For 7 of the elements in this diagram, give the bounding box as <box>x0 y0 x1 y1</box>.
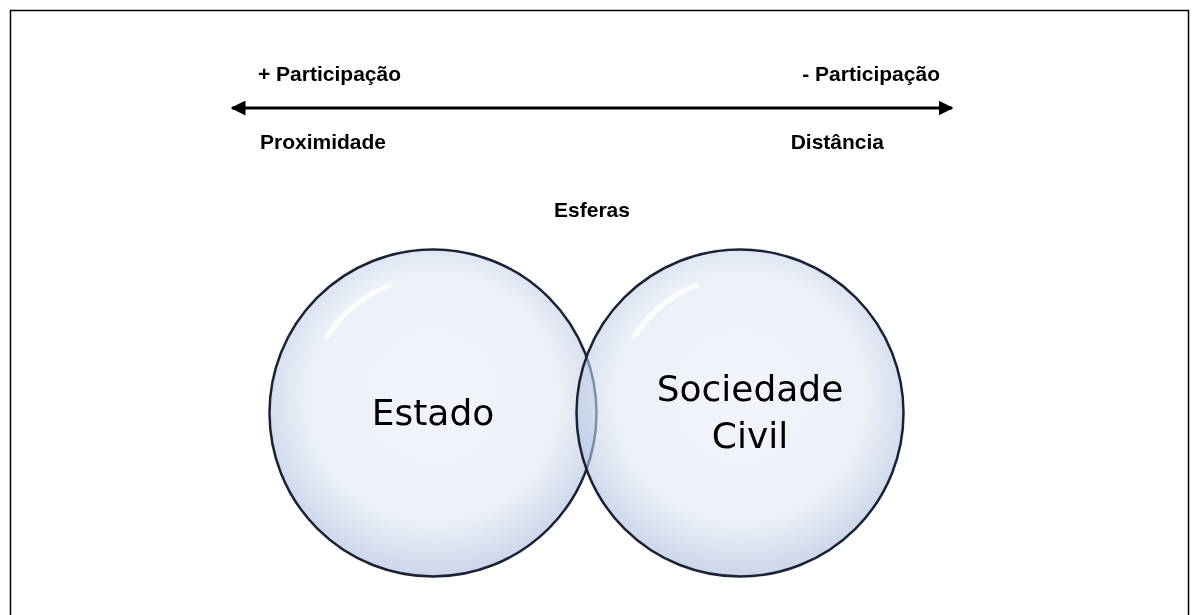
axis-label: Proximidade <box>260 130 387 154</box>
circle-label: Estado <box>370 390 496 435</box>
axis-label: Distância <box>790 130 884 154</box>
axis-label: - Participação <box>802 62 940 86</box>
axis-label: + Participação <box>258 62 401 86</box>
circle-label: Sociedade Civil <box>655 367 845 458</box>
diagram-heading: Esferas <box>554 198 630 222</box>
